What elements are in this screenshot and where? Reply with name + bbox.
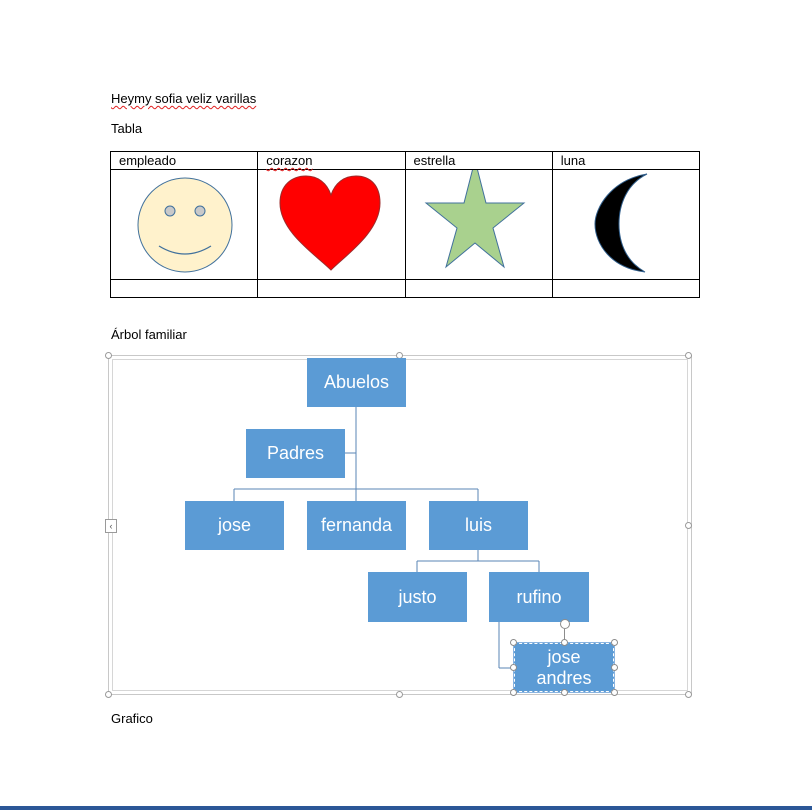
shapes-table[interactable]: empleado corazon estrella luna	[109, 151, 701, 298]
tree-node-padres[interactable]: Padres	[246, 429, 345, 478]
chart-heading: Grafico	[111, 711, 153, 726]
family-tree-heading: Árbol familiar	[111, 327, 187, 342]
resize-handle-right[interactable]	[685, 522, 692, 529]
tree-node-jose[interactable]: jose	[185, 501, 284, 550]
node-handle-top-right[interactable]	[611, 639, 618, 646]
star-icon[interactable]	[406, 159, 553, 276]
node-handle-top-left[interactable]	[510, 639, 517, 646]
expand-text-pane-icon[interactable]: ‹	[105, 519, 117, 533]
node-handle-bottom-right[interactable]	[611, 689, 618, 696]
heart-icon[interactable]	[258, 170, 405, 276]
resize-handle-bottom-right[interactable]	[685, 691, 692, 698]
node-handle-top[interactable]	[561, 639, 568, 646]
table-cell[interactable]	[257, 169, 406, 280]
resize-handle-bottom-left[interactable]	[105, 691, 112, 698]
moon-icon[interactable]	[553, 170, 700, 276]
smiley-face-icon[interactable]	[111, 170, 258, 276]
node-handle-right[interactable]	[611, 664, 618, 671]
rotate-handle-icon[interactable]	[560, 619, 570, 629]
tree-node-justo[interactable]: justo	[368, 572, 467, 622]
tree-node-abuelos[interactable]: Abuelos	[307, 358, 406, 407]
node-handle-bottom-left[interactable]	[510, 689, 517, 696]
tree-node-luis[interactable]: luis	[429, 501, 528, 550]
node-handle-bottom[interactable]	[561, 689, 568, 696]
table-cell[interactable]	[551, 169, 701, 280]
node-handle-left[interactable]	[510, 664, 517, 671]
resize-handle-bottom[interactable]	[396, 691, 403, 698]
table-cell[interactable]	[404, 279, 553, 298]
tree-node-rufino[interactable]: rufino	[489, 572, 589, 622]
tree-node-fernanda[interactable]: fernanda	[307, 501, 406, 550]
table-header-text: corazon	[266, 153, 313, 168]
table-cell[interactable]	[404, 159, 553, 280]
resize-handle-top-right[interactable]	[685, 352, 692, 359]
rotate-handle-stem	[564, 629, 565, 640]
author-name: Heymy sofia veliz varillas	[111, 91, 257, 106]
status-bar-edge	[0, 806, 812, 810]
resize-handle-top-left[interactable]	[105, 352, 112, 359]
tree-node-jose-andres[interactable]: jose andres	[513, 642, 615, 693]
table-empty-row	[109, 279, 701, 298]
table-heading: Tabla	[111, 121, 143, 136]
table-cell[interactable]	[551, 279, 701, 298]
